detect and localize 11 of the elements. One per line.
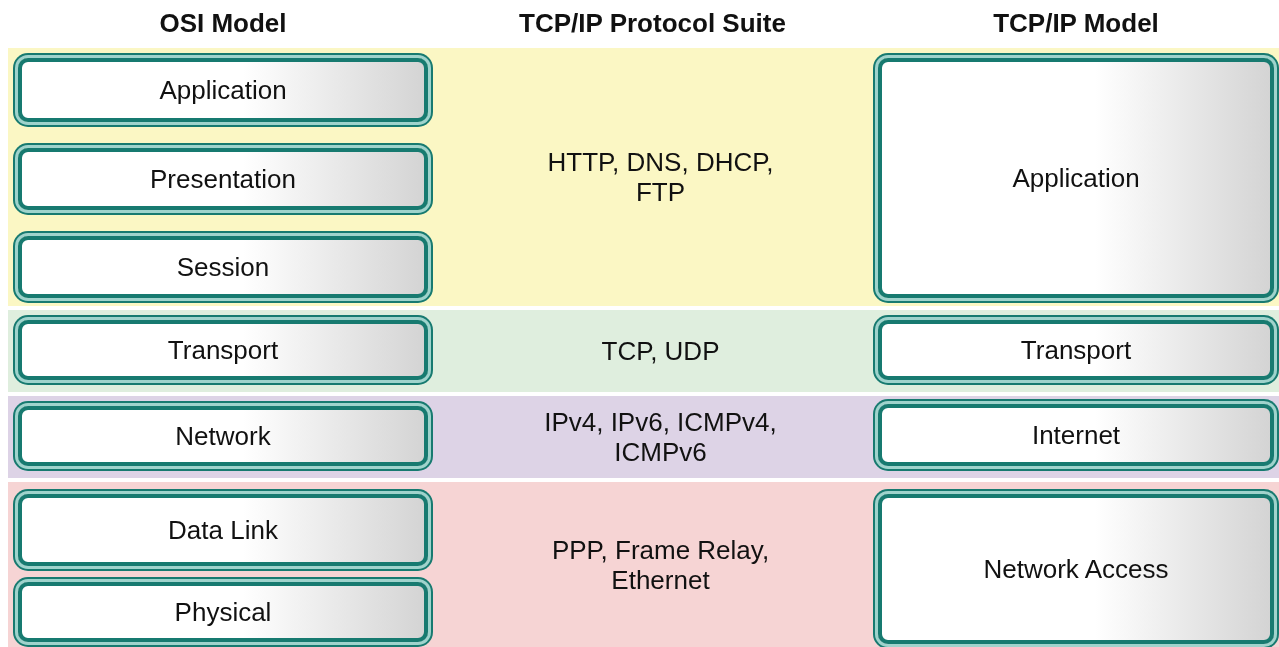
layer-band — [8, 310, 1279, 392]
column-heading: OSI Model — [158, 8, 288, 39]
layer-band — [8, 48, 1279, 306]
protocol-list: TCP, UDP — [530, 336, 791, 366]
layer-band — [8, 482, 1279, 647]
column-heading: TCP/IP Model — [992, 8, 1160, 39]
protocol-list: PPP, Frame Relay, Ethernet — [530, 534, 791, 595]
protocol-list: HTTP, DNS, DHCP, FTP — [530, 147, 791, 207]
layer-band — [8, 396, 1279, 478]
column-heading: TCP/IP Protocol Suite — [518, 8, 787, 39]
protocol-list: IPv4, IPv6, ICMPv4, ICMPv6 — [530, 407, 791, 467]
